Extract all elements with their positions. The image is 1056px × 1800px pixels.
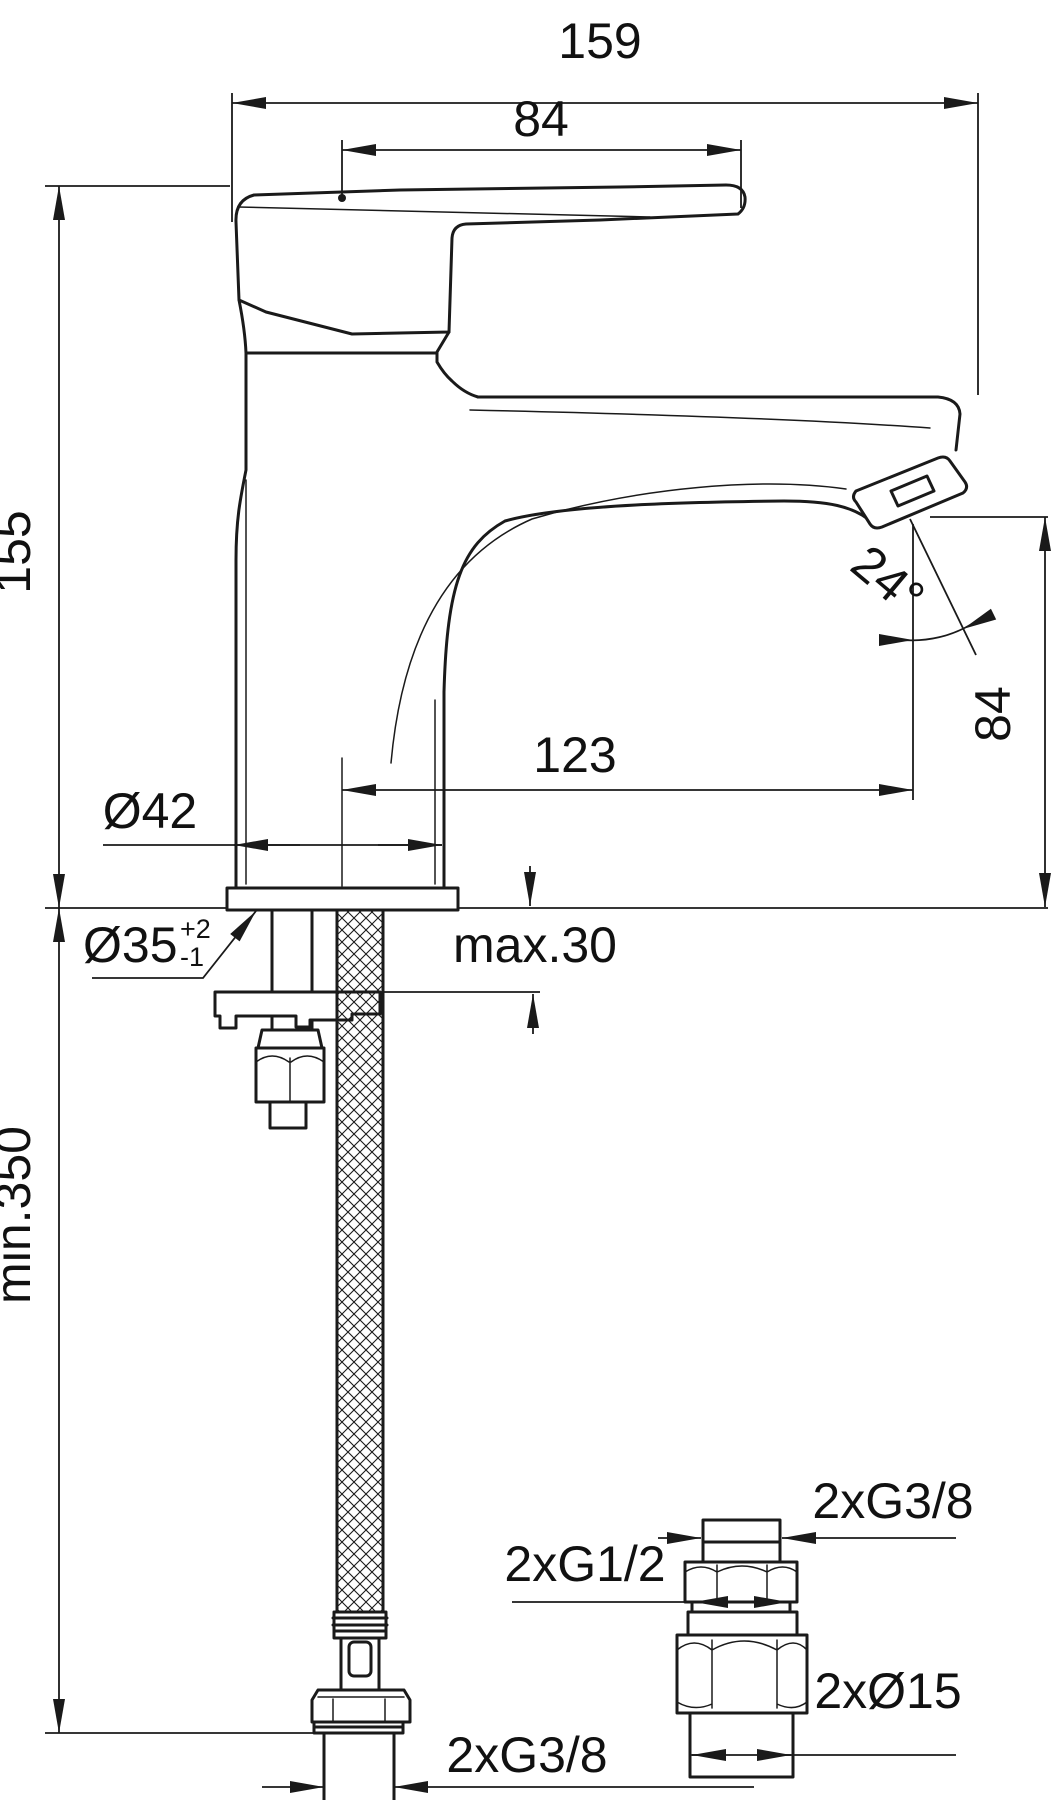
dim-adapter-pipe-label: 2xØ15 (814, 1663, 961, 1719)
spout-top-edge (476, 395, 962, 452)
adapter-hex-bottom (675, 1633, 809, 1715)
installation-parts (45, 907, 1048, 1800)
dimension-max30: max.30 (453, 866, 617, 1034)
aerator-tip-block (852, 455, 969, 530)
hose-nut-faces (317, 1696, 405, 1723)
mounting-nut-stub (268, 1100, 308, 1130)
hose-fitting-slot (347, 1640, 373, 1678)
dim-body-diameter-label: Ø42 (103, 783, 198, 839)
dim-adapter-mid-thread-label: 2xG1/2 (504, 1536, 665, 1592)
body-step-to-spout (435, 351, 480, 399)
dimension-adapter-g12: 2xG1/2 (504, 1536, 788, 1608)
dim-total-length-label: 159 (558, 13, 641, 69)
hose-nut-washer (312, 1720, 405, 1735)
hose-ferrule (331, 1610, 389, 1640)
dimension-o42: Ø42 (103, 783, 442, 851)
hose-nut (310, 1688, 412, 1724)
dimension-adapter-o15: 2xØ15 (690, 1663, 962, 1761)
adapter-hex-top (683, 1560, 799, 1604)
spout-second-contour (469, 409, 931, 429)
dimension-adapter-g38: 2xG3/8 (658, 1473, 974, 1544)
adapter-hex-top-faces (684, 1564, 798, 1601)
aerator-insert (889, 474, 936, 508)
dim-height-label: 155 (0, 510, 41, 593)
dim-outlet-height-label: 84 (965, 686, 1021, 742)
dimension-o35: Ø35 +2 -1 (83, 910, 257, 979)
adapter-hex-bottom-faces (676, 1639, 808, 1709)
dim-hole-diameter-label: Ø35 +2 -1 (83, 914, 215, 973)
dim-spout-angle-label: 24° (841, 534, 935, 626)
base-plate (225, 886, 460, 912)
dim-deck-thickness-label: max.30 (453, 917, 617, 973)
hose-end-fitting (339, 1636, 381, 1692)
dimension-hose-g38: 2xG3/8 (262, 1727, 754, 1793)
handle-top-contour (237, 206, 651, 218)
dim-hose-length-label: min.350 (0, 1126, 41, 1304)
spout-inner-contour (390, 483, 847, 764)
adapter-pipe (688, 1711, 795, 1779)
dimension-123: 123 (342, 727, 913, 796)
dim-handle-projection-label: 84 (513, 91, 569, 147)
dimension-84-handle: 84 (338, 91, 742, 208)
dimension-min350: min.350 (0, 908, 324, 1734)
mounting-nut-cap (256, 1028, 324, 1050)
dimension-84-outlet: 84 (930, 516, 1051, 907)
dim-spout-projection-label: 123 (533, 727, 616, 783)
hose-braid (338, 910, 382, 1612)
body-drum-left (234, 298, 248, 889)
adapter-fitting (675, 1518, 809, 1779)
adapter-top-stub (701, 1518, 782, 1564)
dim-adapter-top-thread-label: 2xG3/8 (812, 1473, 973, 1529)
dimension-155: 155 (0, 185, 230, 908)
mounting-nut-crown (255, 1055, 325, 1103)
faucet-outline (225, 183, 969, 912)
dim-hose-thread-label: 2xG3/8 (446, 1727, 607, 1783)
adapter-mid-band (686, 1610, 799, 1637)
handle-lever-outline (234, 183, 747, 336)
spout-underside (442, 499, 870, 694)
body-drum-right (435, 330, 451, 354)
dimension-159: 159 (231, 13, 979, 395)
dimension-24deg: 24° (841, 518, 997, 800)
